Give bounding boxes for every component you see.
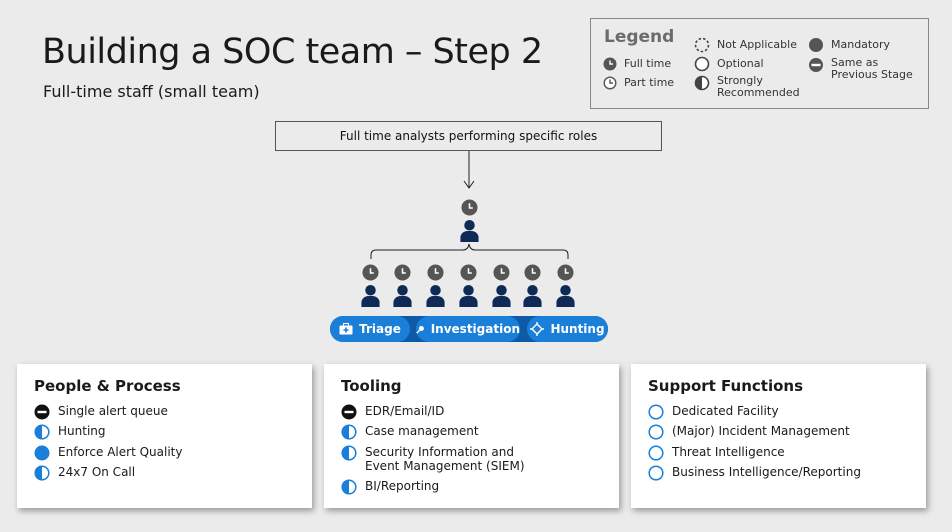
list-item: Case management xyxy=(341,424,479,440)
list-item: Business Intelligence/Reporting xyxy=(648,465,861,481)
list-item-label: Hunting xyxy=(58,424,106,438)
role-chip-triage: Triage xyxy=(330,316,410,342)
card-people-process: People & Process Single alert queue Hunt… xyxy=(17,364,312,508)
legend-not-applicable: Not Applicable xyxy=(694,37,797,53)
list-item-label: EDR/Email/ID xyxy=(365,404,445,418)
list-item-label: Dedicated Facility xyxy=(672,404,779,418)
optional-icon xyxy=(648,465,664,481)
legend-full-time: Full time xyxy=(603,57,671,71)
analyst-3-person-icon xyxy=(426,285,445,307)
analyst-6-clock-icon xyxy=(524,264,541,281)
list-item-label: Single alert queue xyxy=(58,404,168,418)
card-title: People & Process xyxy=(34,377,181,395)
list-item-label: BI/Reporting xyxy=(365,479,440,493)
same-as-previous-icon xyxy=(809,58,823,72)
lead-analyst-person-icon xyxy=(460,220,479,242)
analyst-1-clock-icon xyxy=(362,264,379,281)
legend-same-as-previous: Same as Previous Stage xyxy=(808,57,918,81)
legend-part-time: Part time xyxy=(603,76,674,90)
list-item-label: Threat Intelligence xyxy=(672,445,785,459)
analyst-6-person-icon xyxy=(523,285,542,307)
magnifier-icon xyxy=(416,325,424,334)
card-title: Support Functions xyxy=(648,377,804,395)
strongly-recommended-icon xyxy=(341,479,357,495)
part-time-clock-icon xyxy=(603,76,617,90)
legend-not-applicable-label: Not Applicable xyxy=(717,38,797,51)
strongly-recommended-icon xyxy=(34,424,50,440)
analyst-3-clock-icon xyxy=(427,264,444,281)
page-title: Building a SOC team – Step 2 xyxy=(42,32,543,72)
legend-strongly-recommended: Strongly Recommended xyxy=(694,75,800,99)
team-bracket xyxy=(370,243,569,259)
list-item-label: 24x7 On Call xyxy=(58,465,136,479)
analyst-2-clock-icon xyxy=(394,264,411,281)
list-item-label: (Major) Incident Management xyxy=(672,424,850,438)
flow-arrow xyxy=(463,151,475,189)
list-item: Enforce Alert Quality xyxy=(34,445,182,461)
list-item: Threat Intelligence xyxy=(648,445,785,461)
list-item: 24x7 On Call xyxy=(34,465,135,481)
optional-icon xyxy=(648,445,664,461)
optional-circle-icon xyxy=(694,56,710,72)
list-item-label: Business Intelligence/Reporting xyxy=(672,465,861,479)
legend-optional: Optional xyxy=(694,56,764,72)
legend-full-time-label: Full time xyxy=(624,57,672,70)
legend-mandatory: Mandatory xyxy=(808,37,890,53)
analyst-2-person-icon xyxy=(393,285,412,307)
strongly-recommended-icon xyxy=(341,445,357,461)
analyst-7-clock-icon xyxy=(557,264,574,281)
legend-same-as-previous-label: Same as Previous Stage xyxy=(831,56,913,81)
lead-full-time-clock-icon xyxy=(461,199,478,216)
list-item-label: Case management xyxy=(365,424,479,438)
role-chip-hunting-label: Hunting xyxy=(550,322,605,336)
not-applicable-dashed-circle-icon xyxy=(694,37,710,53)
mandatory-icon xyxy=(34,445,50,461)
role-chip-triage-label: Triage xyxy=(359,322,401,336)
card-title: Tooling xyxy=(341,377,402,395)
legend: Legend Full time Part time Not Applicabl… xyxy=(590,18,929,109)
list-item: Single alert queue xyxy=(34,404,168,420)
analyst-5-clock-icon xyxy=(493,264,510,281)
legend-mandatory-label: Mandatory xyxy=(831,38,891,51)
analyst-4-person-icon xyxy=(459,285,478,307)
strongly-recommended-icon xyxy=(341,424,357,440)
page-subtitle: Full-time staff (small team) xyxy=(43,82,260,101)
list-item: Hunting xyxy=(34,424,106,440)
mandatory-filled-circle-icon xyxy=(809,38,823,52)
list-item: Security Information and Event Managemen… xyxy=(341,445,541,473)
analyst-4-clock-icon xyxy=(460,264,477,281)
role-chip-hunting: Hunting xyxy=(527,316,608,342)
legend-title: Legend xyxy=(604,27,675,47)
strongly-recommended-icon xyxy=(34,465,50,481)
analyst-7-person-icon xyxy=(556,285,575,307)
analyst-1-person-icon xyxy=(361,285,380,307)
legend-optional-label: Optional xyxy=(717,57,764,70)
same-as-previous-icon xyxy=(341,404,357,420)
analyst-5-person-icon xyxy=(492,285,511,307)
list-item: BI/Reporting xyxy=(341,479,439,495)
role-chip-investigation-label: Investigation xyxy=(430,322,520,336)
optional-icon xyxy=(648,404,664,420)
legend-part-time-label: Part time xyxy=(624,76,675,89)
same-as-previous-icon xyxy=(34,404,50,420)
card-tooling: Tooling EDR/Email/ID Case management Sec… xyxy=(324,364,619,508)
analyst-group xyxy=(361,264,575,307)
legend-strongly-recommended-label: Strongly Recommended xyxy=(717,74,800,99)
full-time-clock-icon xyxy=(603,57,617,71)
role-chip-investigation: Investigation xyxy=(416,316,520,342)
list-item-label: Security Information and Event Managemen… xyxy=(365,445,525,473)
crosshair-icon xyxy=(530,322,545,336)
analysts-roles-box: Full time analysts performing specific r… xyxy=(275,121,662,151)
strongly-recommended-half-circle-icon xyxy=(694,75,710,91)
list-item: Dedicated Facility xyxy=(648,404,779,420)
first-aid-kit-icon xyxy=(339,323,353,335)
list-item-label: Enforce Alert Quality xyxy=(58,445,183,459)
optional-icon xyxy=(648,424,664,440)
list-item: (Major) Incident Management xyxy=(648,424,850,440)
list-item: EDR/Email/ID xyxy=(341,404,444,420)
card-support-functions: Support Functions Dedicated Facility (Ma… xyxy=(631,364,926,508)
